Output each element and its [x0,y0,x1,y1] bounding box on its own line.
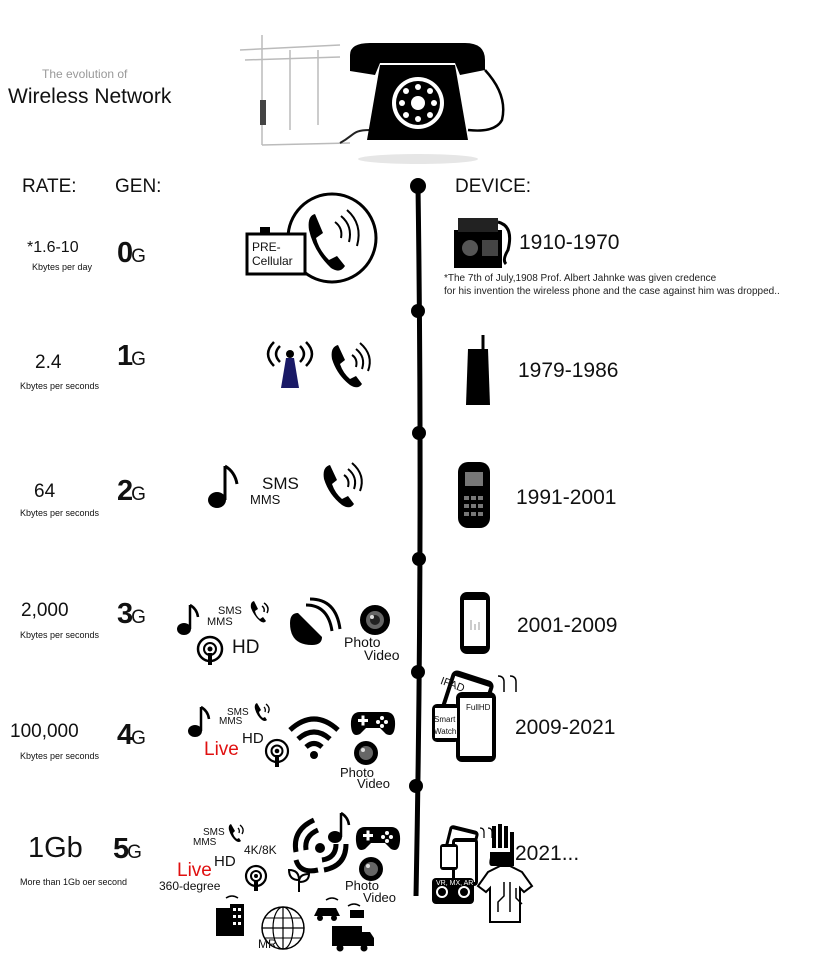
phone-icon-3g [250,601,269,623]
years-4g: 2009-2021 [515,716,616,739]
rate-header: RATE: [22,176,77,197]
years-3g: 2001-2009 [517,614,618,637]
music-note-icon-5g [328,811,351,843]
photo-label-3g: Photo [344,634,381,650]
rate-2g: 64 [34,481,56,502]
camera-lens-icon-3g [360,605,390,635]
antenna-icon [266,341,314,388]
gamepad-icon-5g [355,827,401,850]
music-note-icon-4g [188,705,211,737]
rate-unit-4g: Kbytes per seconds [20,751,100,761]
pre-cellular-icon [245,192,378,284]
gen-1g: 1G [117,340,146,372]
sms-label-2g: SMS [262,474,299,493]
rate-0g: *1.6-10 [27,239,79,256]
footnote: *The 7th of July,1908 Prof. Albert Jahnk… [444,273,780,297]
mms-label-3g: MMS [207,616,233,628]
rate-unit-3g: Kbytes per seconds [20,630,100,640]
sms-label-5g: SMS [203,827,225,838]
pre-cellular-label: PRE-Cellular [252,240,293,268]
live-label-4g: Live [204,739,239,760]
devices-cluster-5g [432,824,534,923]
globe-icon [261,906,305,950]
gen-header: GEN: [115,176,162,197]
smart-building-icon [216,895,244,936]
video-label-3g: Video [364,647,400,663]
video-label-4g: Video [357,776,391,791]
360-label-5g: 360-degree [159,879,221,893]
mr-label-5g: MR [258,937,277,951]
sms-label-4g: SMS [227,707,249,718]
field-phone-icon [454,218,512,268]
rate-unit-0g: Kbytes per day [32,262,93,272]
music-note-icon-2g [208,464,239,508]
smart-label-4g: Smart [434,715,456,724]
hd-label-3g: HD [232,637,260,658]
podcast-icon-4g [264,738,290,767]
phone-icon-1g [331,342,371,388]
video-label-5g: Video [363,890,397,905]
fullhd-label-4g: FullHD [466,703,491,712]
photo-label-5g: Photo [345,878,379,893]
hd-label-4g: HD [242,730,264,747]
plant-icon-5g [287,868,311,892]
gen-2g: 2G [117,475,146,507]
rate-5g: 1Gb [28,832,83,864]
connected-vehicles-icon [314,897,374,952]
rate-3g: 2,000 [21,600,69,621]
mms-label-2g: MMS [250,492,281,507]
phone-icon-2g [323,462,363,508]
gen-4g: 4G [117,719,146,751]
gen-5g: 5G [113,833,142,865]
wifi-icon-4g [288,716,340,759]
music-note-icon-3g [177,603,200,635]
satellite-icon [290,597,342,645]
podcast-icon-5g [244,864,268,891]
rate-unit-1g: Kbytes per seconds [20,381,100,391]
rotary-phone-illustration [239,35,505,164]
live-label-5g: Live [177,860,212,881]
years-2g: 1991-2001 [516,486,617,509]
feature-phone-icon [458,462,490,528]
timeline [409,178,426,897]
years-1g: 1979-1986 [518,359,619,382]
photo-label-4g: Photo [340,765,374,780]
rate-unit-2g: Kbytes per seconds [20,508,100,518]
title-big: Wireless Network [8,85,172,108]
phone-icon-4g [254,703,270,721]
rate-1g: 2.4 [35,352,62,373]
brick-phone-icon [466,335,490,405]
signal-waves-icon-5g [292,817,349,874]
years-5g: 2021... [515,842,580,865]
phone-icon-5g [228,824,244,842]
gen-0g: 0G [117,237,146,269]
camera-lens-icon-5g [359,857,383,881]
gen-3g: 3G [117,598,146,630]
devices-cluster-4g [432,670,517,762]
4k8k-label-5g: 4K/8K [244,843,277,857]
vr-label-5g: VR, MX, AR [436,880,474,887]
years-0g: 1910-1970 [519,231,620,254]
rate-4g: 100,000 [10,721,79,742]
sms-label-3g: SMS [218,605,242,617]
mms-label-5g: MMS [193,837,217,848]
mms-label-4g: MMS [219,716,243,727]
hd-label-5g: HD [214,853,236,870]
watch-label-4g: Watch [434,727,457,736]
gamepad-icon-4g [350,712,396,735]
device-header: DEVICE: [455,176,532,197]
camera-lens-icon-4g [354,741,378,765]
smartphone-icon-3g [460,592,490,654]
podcast-icon-3g [196,635,224,665]
rate-unit-5g: More than 1Gb oer second [20,877,128,887]
title-small: The evolution of [42,67,128,81]
